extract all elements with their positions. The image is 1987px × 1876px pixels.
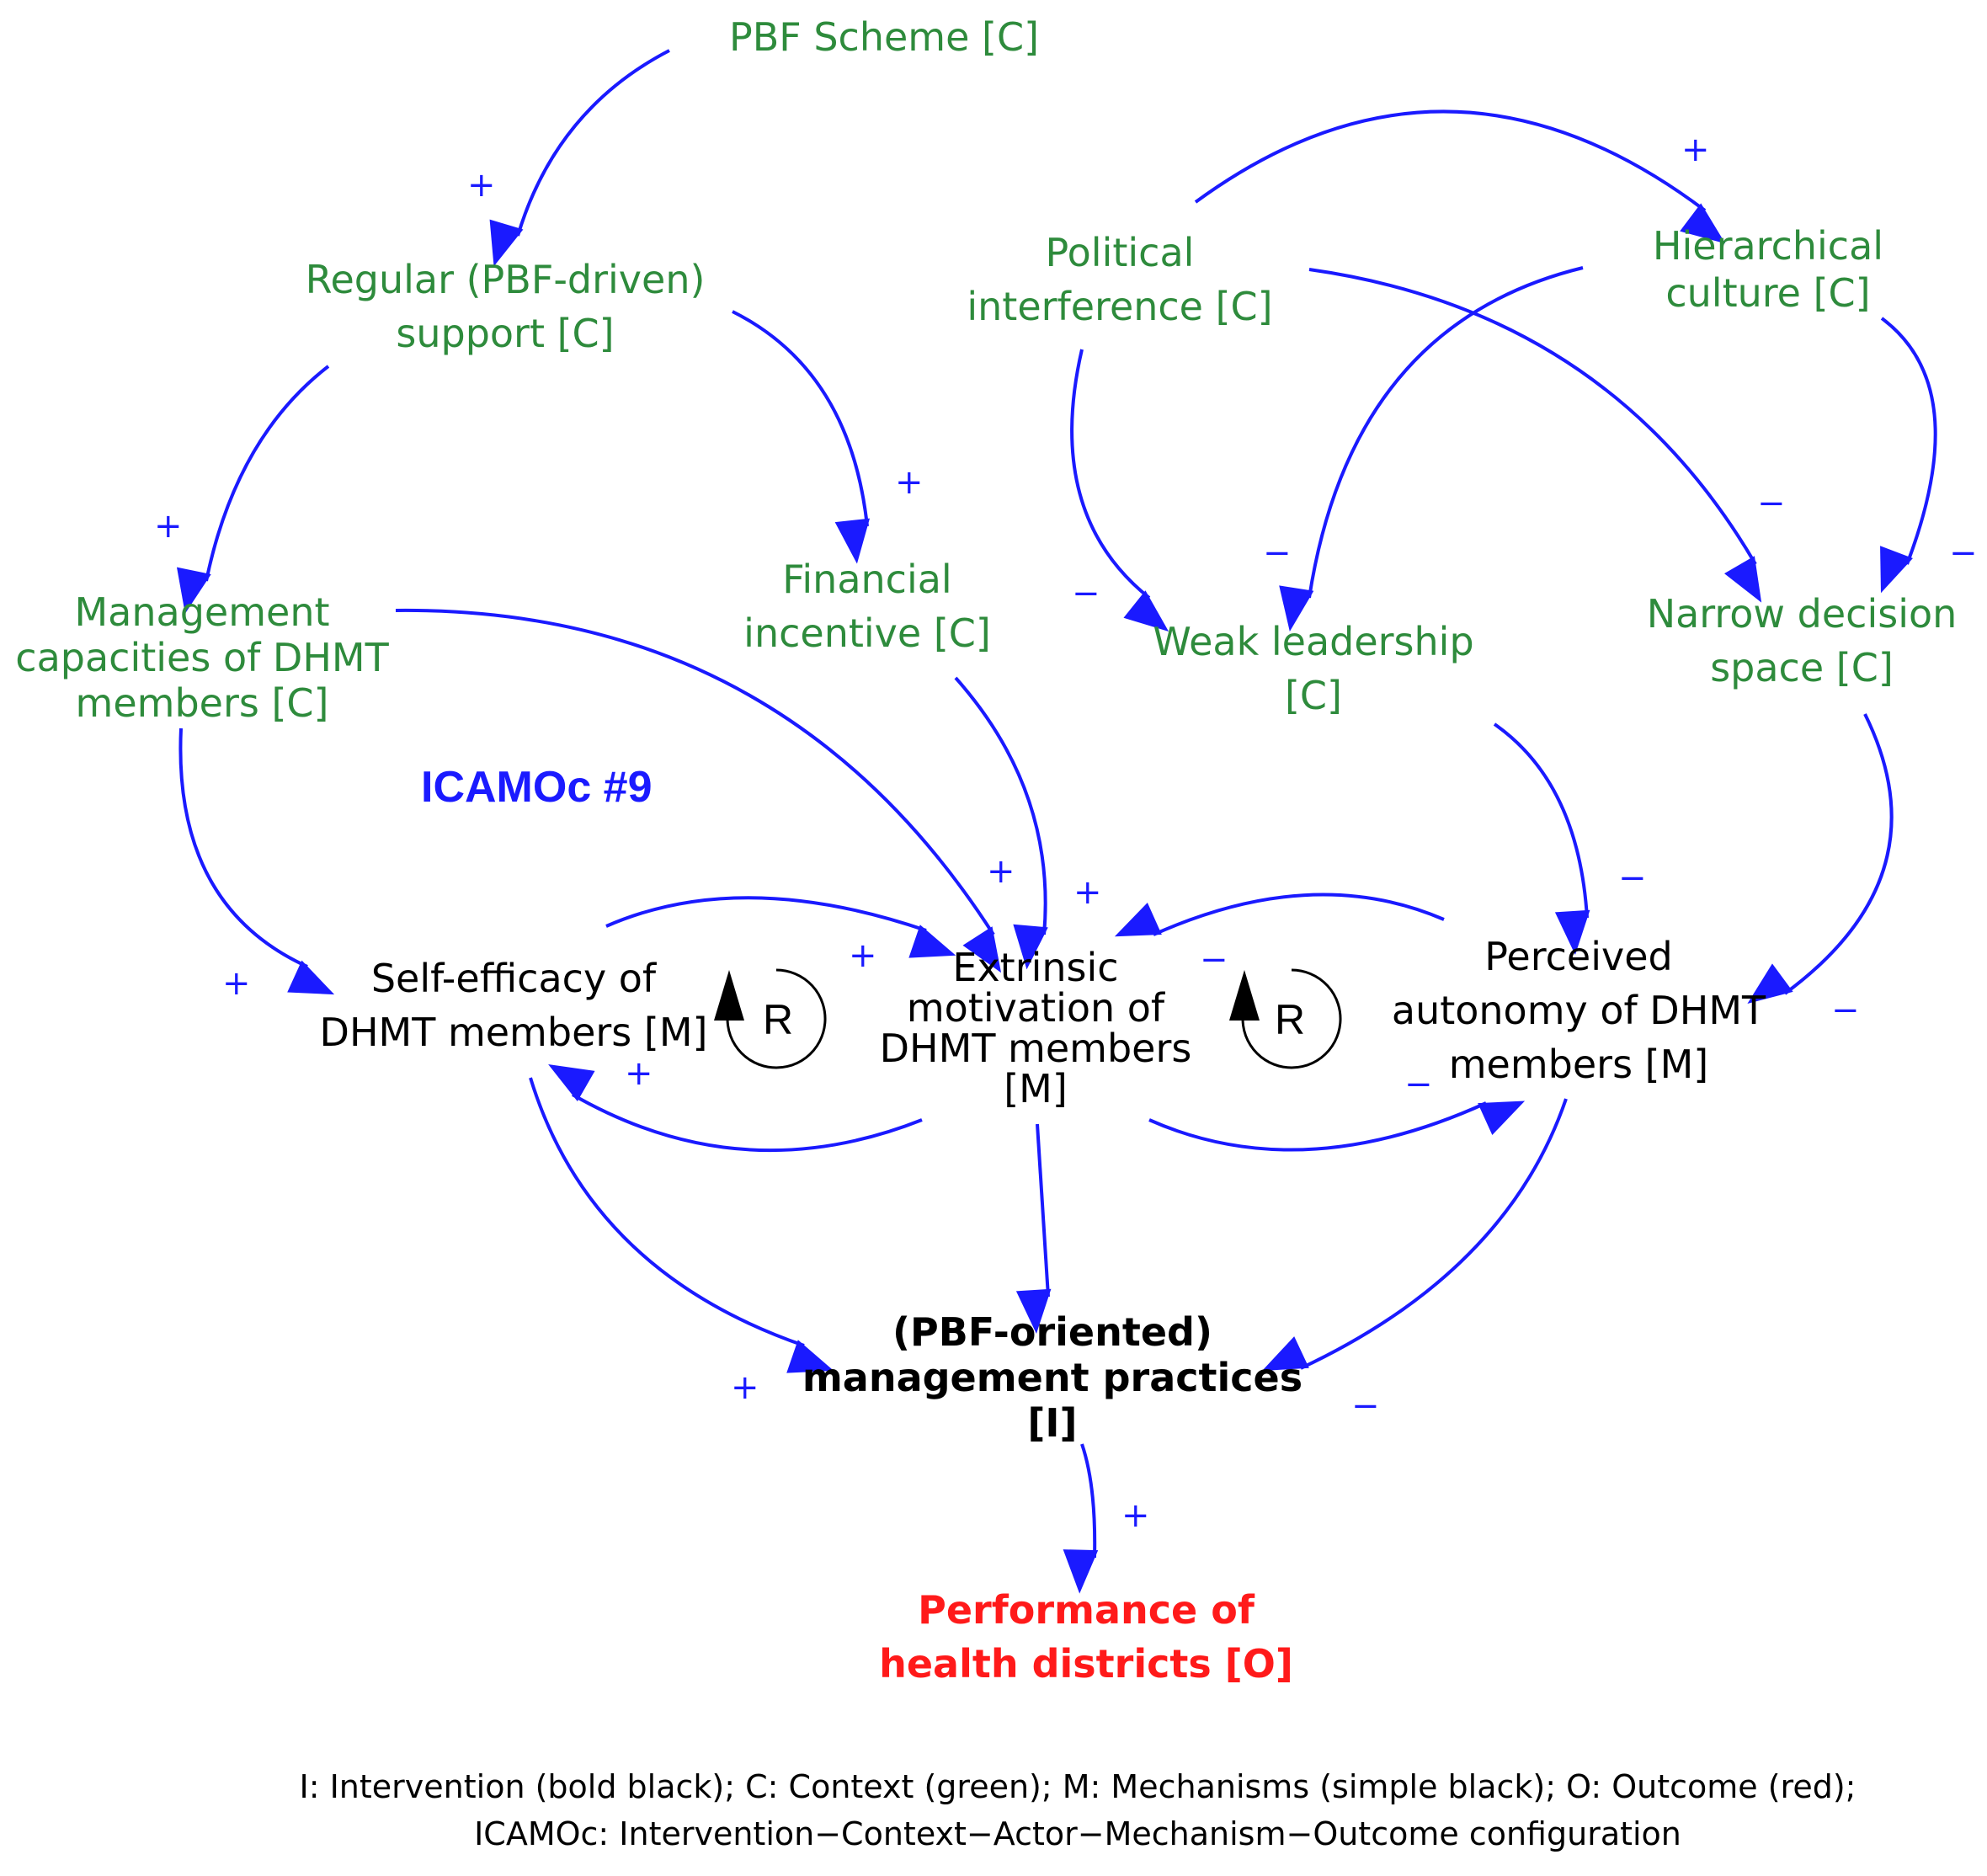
node-hierarchical-culture: Hierarchical culture [C]: [1652, 223, 1884, 316]
edge-support-to-capacities: [176, 365, 330, 614]
edge-selfefficacy-to-extrinsic: [605, 896, 956, 958]
reinforcing-loop-left: R: [714, 968, 827, 1069]
sign-support-to-incentive: +: [895, 463, 924, 502]
edge-weak-to-autonomy: [1493, 722, 1590, 955]
edge-selfefficacy-to-practices: [529, 1077, 834, 1373]
edge-incentive-to-extrinsic: [954, 676, 1048, 970]
sign-weak-to-autonomy: −: [1618, 859, 1647, 898]
edge-political-to-weak: [1070, 349, 1169, 632]
node-financial-incentive: Financial incentive [C]: [743, 557, 991, 656]
sign-support-to-capacities: +: [154, 507, 183, 546]
sign-selfefficacy-to-extrinsic: +: [849, 936, 877, 975]
edge-practices-to-performance: [1063, 1443, 1099, 1594]
edge-support-to-incentive: [732, 310, 871, 564]
node-weak-leadership: Weak leadership [C]: [1153, 619, 1474, 718]
node-regular-support: Regular (PBF-driven) support [C]: [305, 257, 706, 356]
sign-political-to-hierarchical: +: [1681, 131, 1710, 169]
sign-capacities-to-selfefficacy: +: [222, 964, 251, 1003]
node-narrow-decision-space: Narrow decision space [C]: [1646, 591, 1958, 690]
node-pbf-scheme: PBF Scheme [C]: [728, 14, 1040, 60]
sign-political-to-weak: −: [1072, 574, 1100, 613]
node-performance: Performance of health districts [O]: [879, 1587, 1293, 1687]
edge-narrow-to-autonomy: [1747, 713, 1894, 1005]
edge-political-to-hierarchical: [1194, 109, 1726, 244]
edge-autonomy-to-practices: [1261, 1098, 1568, 1372]
sign-selfefficacy-to-practices: +: [731, 1368, 759, 1407]
edge-capacities-to-selfefficacy: [178, 727, 335, 995]
node-management-practices: (PBF-oriented) management practices [I]: [802, 1309, 1303, 1446]
sign-capacities-to-extrinsic: +: [987, 852, 1015, 891]
edge-hierarchical-to-weak: [1279, 266, 1584, 632]
diagram-title: ICAMOc #9: [421, 763, 653, 812]
loop-label-right: R: [1275, 996, 1305, 1043]
edge-autonomy-to-extrinsic: [1114, 893, 1445, 937]
sign-political-to-narrow: −: [1757, 484, 1786, 523]
sign-autonomy-to-extrinsic: −: [1200, 941, 1228, 979]
edge-extrinsic-to-practices: [1015, 1123, 1052, 1334]
sign-autonomy-to-practices: −: [1351, 1387, 1380, 1426]
node-management-capacities: Management capacities of DHMT members [C…: [15, 589, 389, 726]
edge-pbf-to-support: [489, 49, 670, 267]
edge-extrinsic-to-autonomy: [1148, 1101, 1526, 1152]
sign-incentive-to-extrinsic: +: [1073, 873, 1102, 912]
node-self-efficacy: Self-efficacy of DHMT members [M]: [319, 956, 708, 1055]
node-perceived-autonomy: Perceived autonomy of DHMT members [M]: [1391, 934, 1766, 1087]
sign-extrinsic-to-selfefficacy: +: [625, 1054, 653, 1093]
sign-pbf-to-support: +: [467, 166, 496, 205]
node-extrinsic-motivation: Extrinsic motivation of DHMT members [M]: [879, 945, 1192, 1111]
edge-extrinsic-to-selfefficacy: [548, 1064, 923, 1153]
sign-practices-to-performance: +: [1121, 1496, 1150, 1535]
sign-extrinsic-to-autonomy: −: [1404, 1065, 1433, 1104]
legend-line-2: ICAMOc: Intervention−Context−Actor−Mecha…: [474, 1815, 1681, 1852]
edge-capacities-to-extrinsic: [395, 608, 1002, 973]
sign-narrow-to-autonomy: −: [1831, 991, 1860, 1030]
edge-hierarchical-to-narrow: [1880, 317, 1937, 594]
legend-line-1: I: Intervention (bold black); C: Context…: [299, 1768, 1856, 1805]
sign-hierarchical-to-narrow: −: [1949, 534, 1978, 573]
node-political-interference: Political interference [C]: [967, 230, 1273, 329]
loop-label-left: R: [763, 996, 793, 1043]
reinforcing-loop-right: R: [1229, 968, 1342, 1069]
sign-hierarchical-to-weak: −: [1263, 534, 1292, 573]
edge-political-to-narrow: [1308, 268, 1762, 603]
